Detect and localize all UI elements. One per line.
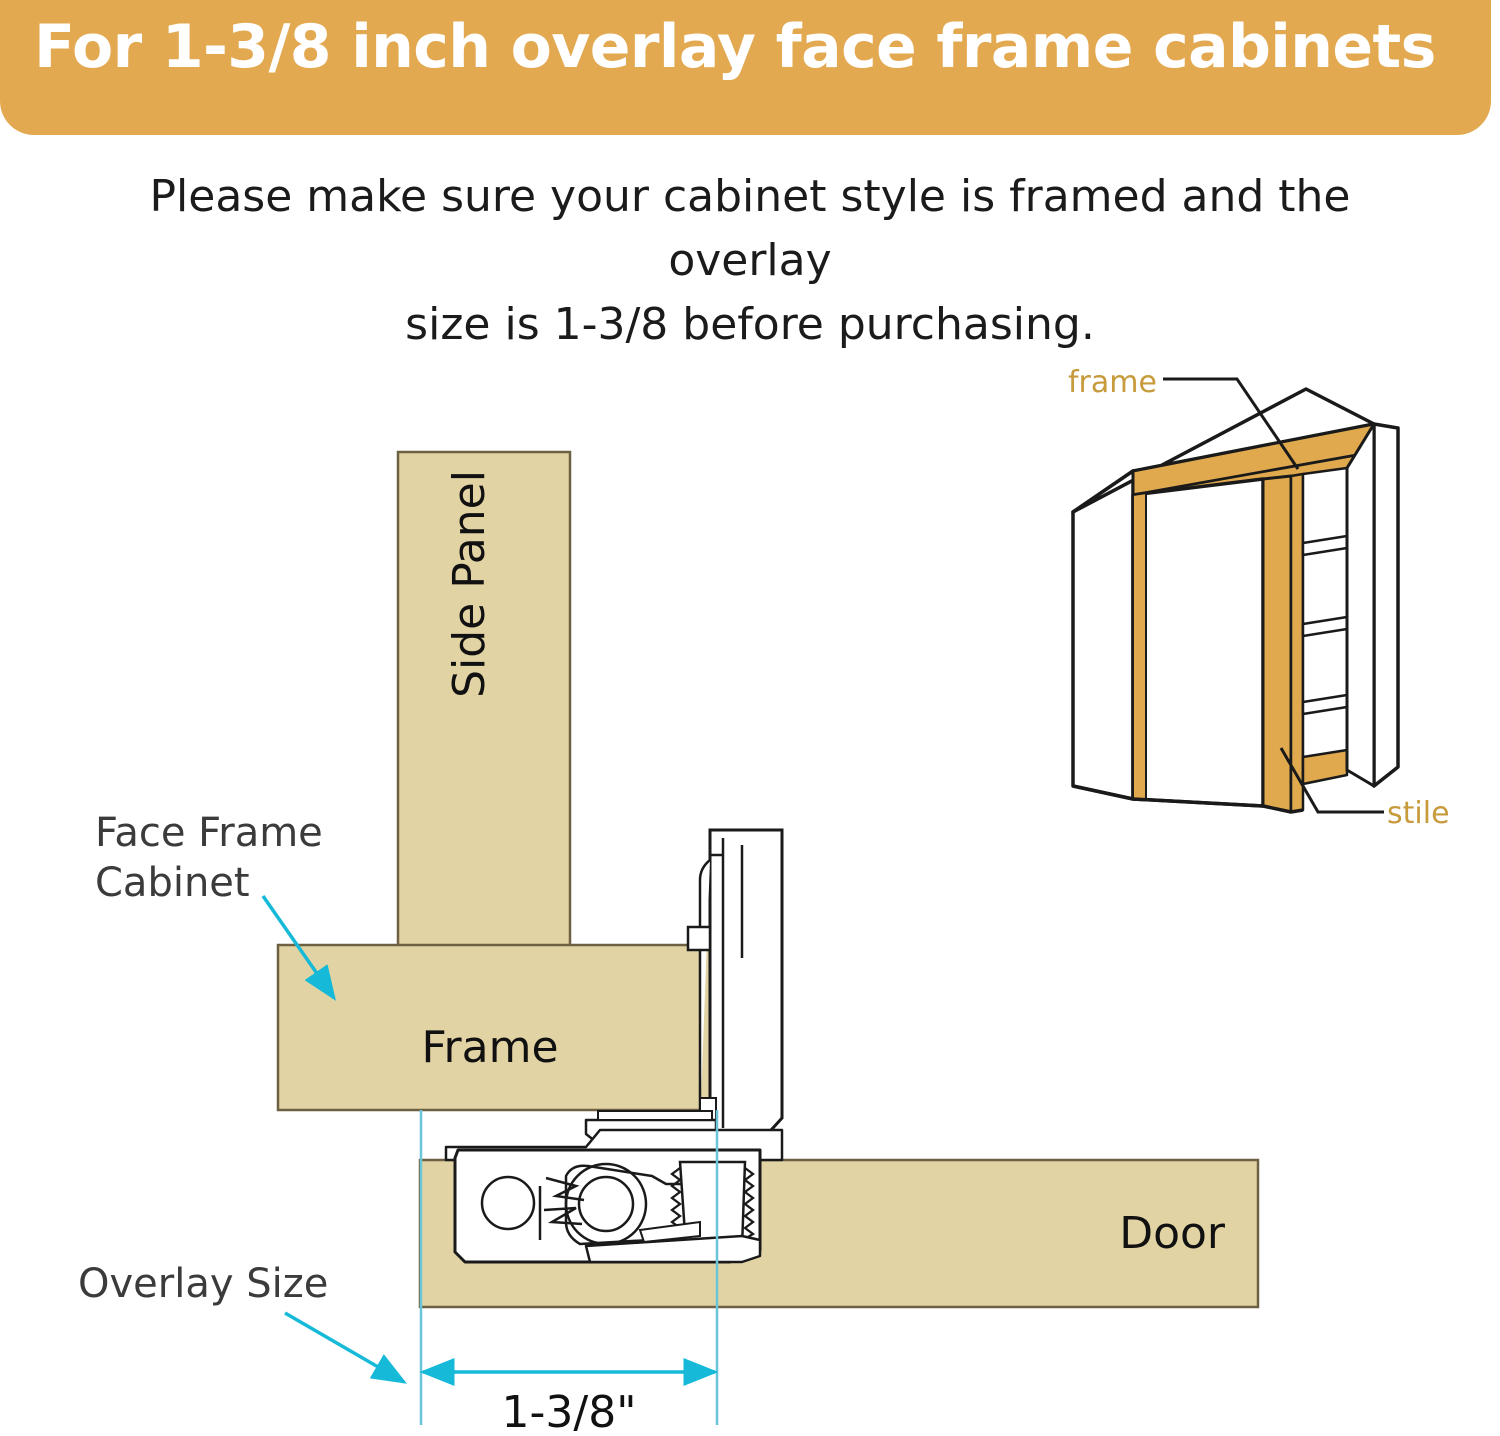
header-banner: For 1-3/8 inch overlay face frame cabine…: [0, 0, 1491, 135]
hinge-spring-leaf-2: [543, 1206, 583, 1226]
face-frame-callout-line-1: Face Frame: [95, 810, 323, 856]
hinge-mounting-plate: [708, 828, 784, 1142]
iso-center-stile: [1261, 474, 1293, 814]
iso-cabinet-bottom: [1072, 784, 1304, 814]
subtitle-line-1: Please make sure your cabinet style is f…: [149, 171, 1351, 286]
hinge-cam-link: [638, 1220, 701, 1244]
hinge-cam-inner: [577, 1175, 635, 1233]
iso-frame-leader-line: [1163, 377, 1300, 470]
iso-stile-label: stile: [1387, 796, 1450, 831]
hinge-assembly: [444, 828, 784, 1264]
subtitle-line-2: size is 1-3/8 before purchasing.: [405, 298, 1095, 350]
iso-stile-leader-line: [1279, 747, 1384, 814]
overlay-size-label: Overlay Size: [78, 1261, 328, 1307]
face-frame-callout-line-2: Cabinet: [95, 860, 250, 906]
iso-open-door-edge: [1345, 422, 1376, 788]
hinge-arm-upper-top: [597, 1110, 713, 1121]
iso-left-stile: [1132, 492, 1147, 801]
overlay-dimension: 1-3/8": [419, 1110, 719, 1436]
overlay-size-arrow: [284, 1311, 408, 1384]
face-frame-callout-arrow: [261, 895, 336, 1001]
iso-bottom-rail: [1301, 748, 1349, 786]
isometric-cabinet: frame stile: [1068, 365, 1450, 831]
dimension-value-label: 1-3/8": [502, 1387, 637, 1436]
hinge-screw-threads-right: [742, 1167, 756, 1241]
frame-label: Frame: [421, 1022, 558, 1073]
face-frame-callout: Face Frame Cabinet: [95, 810, 336, 1001]
iso-center-stile-side: [1289, 472, 1305, 814]
frame-block: [276, 943, 714, 1112]
side-panel-label: Side Panel: [444, 470, 495, 698]
overlay-size-callout: Overlay Size: [78, 1261, 408, 1384]
iso-cabinet-left-side: [1071, 469, 1135, 801]
hinge-plate-top-notch: [708, 830, 723, 857]
hinge-screw-hole: [480, 1175, 536, 1231]
iso-frame-label: frame: [1068, 365, 1157, 400]
banner-title: For 1-3/8 inch overlay face frame cabine…: [34, 12, 1436, 82]
hinge-screw-tab: [686, 925, 712, 952]
iso-left-door-face: [1131, 477, 1265, 808]
door-label: Door: [1119, 1208, 1226, 1259]
iso-open-door: [1372, 422, 1400, 788]
hinge-spring-leaf-1: [545, 1176, 585, 1202]
subtitle-text: Please make sure your cabinet style is f…: [90, 165, 1410, 356]
